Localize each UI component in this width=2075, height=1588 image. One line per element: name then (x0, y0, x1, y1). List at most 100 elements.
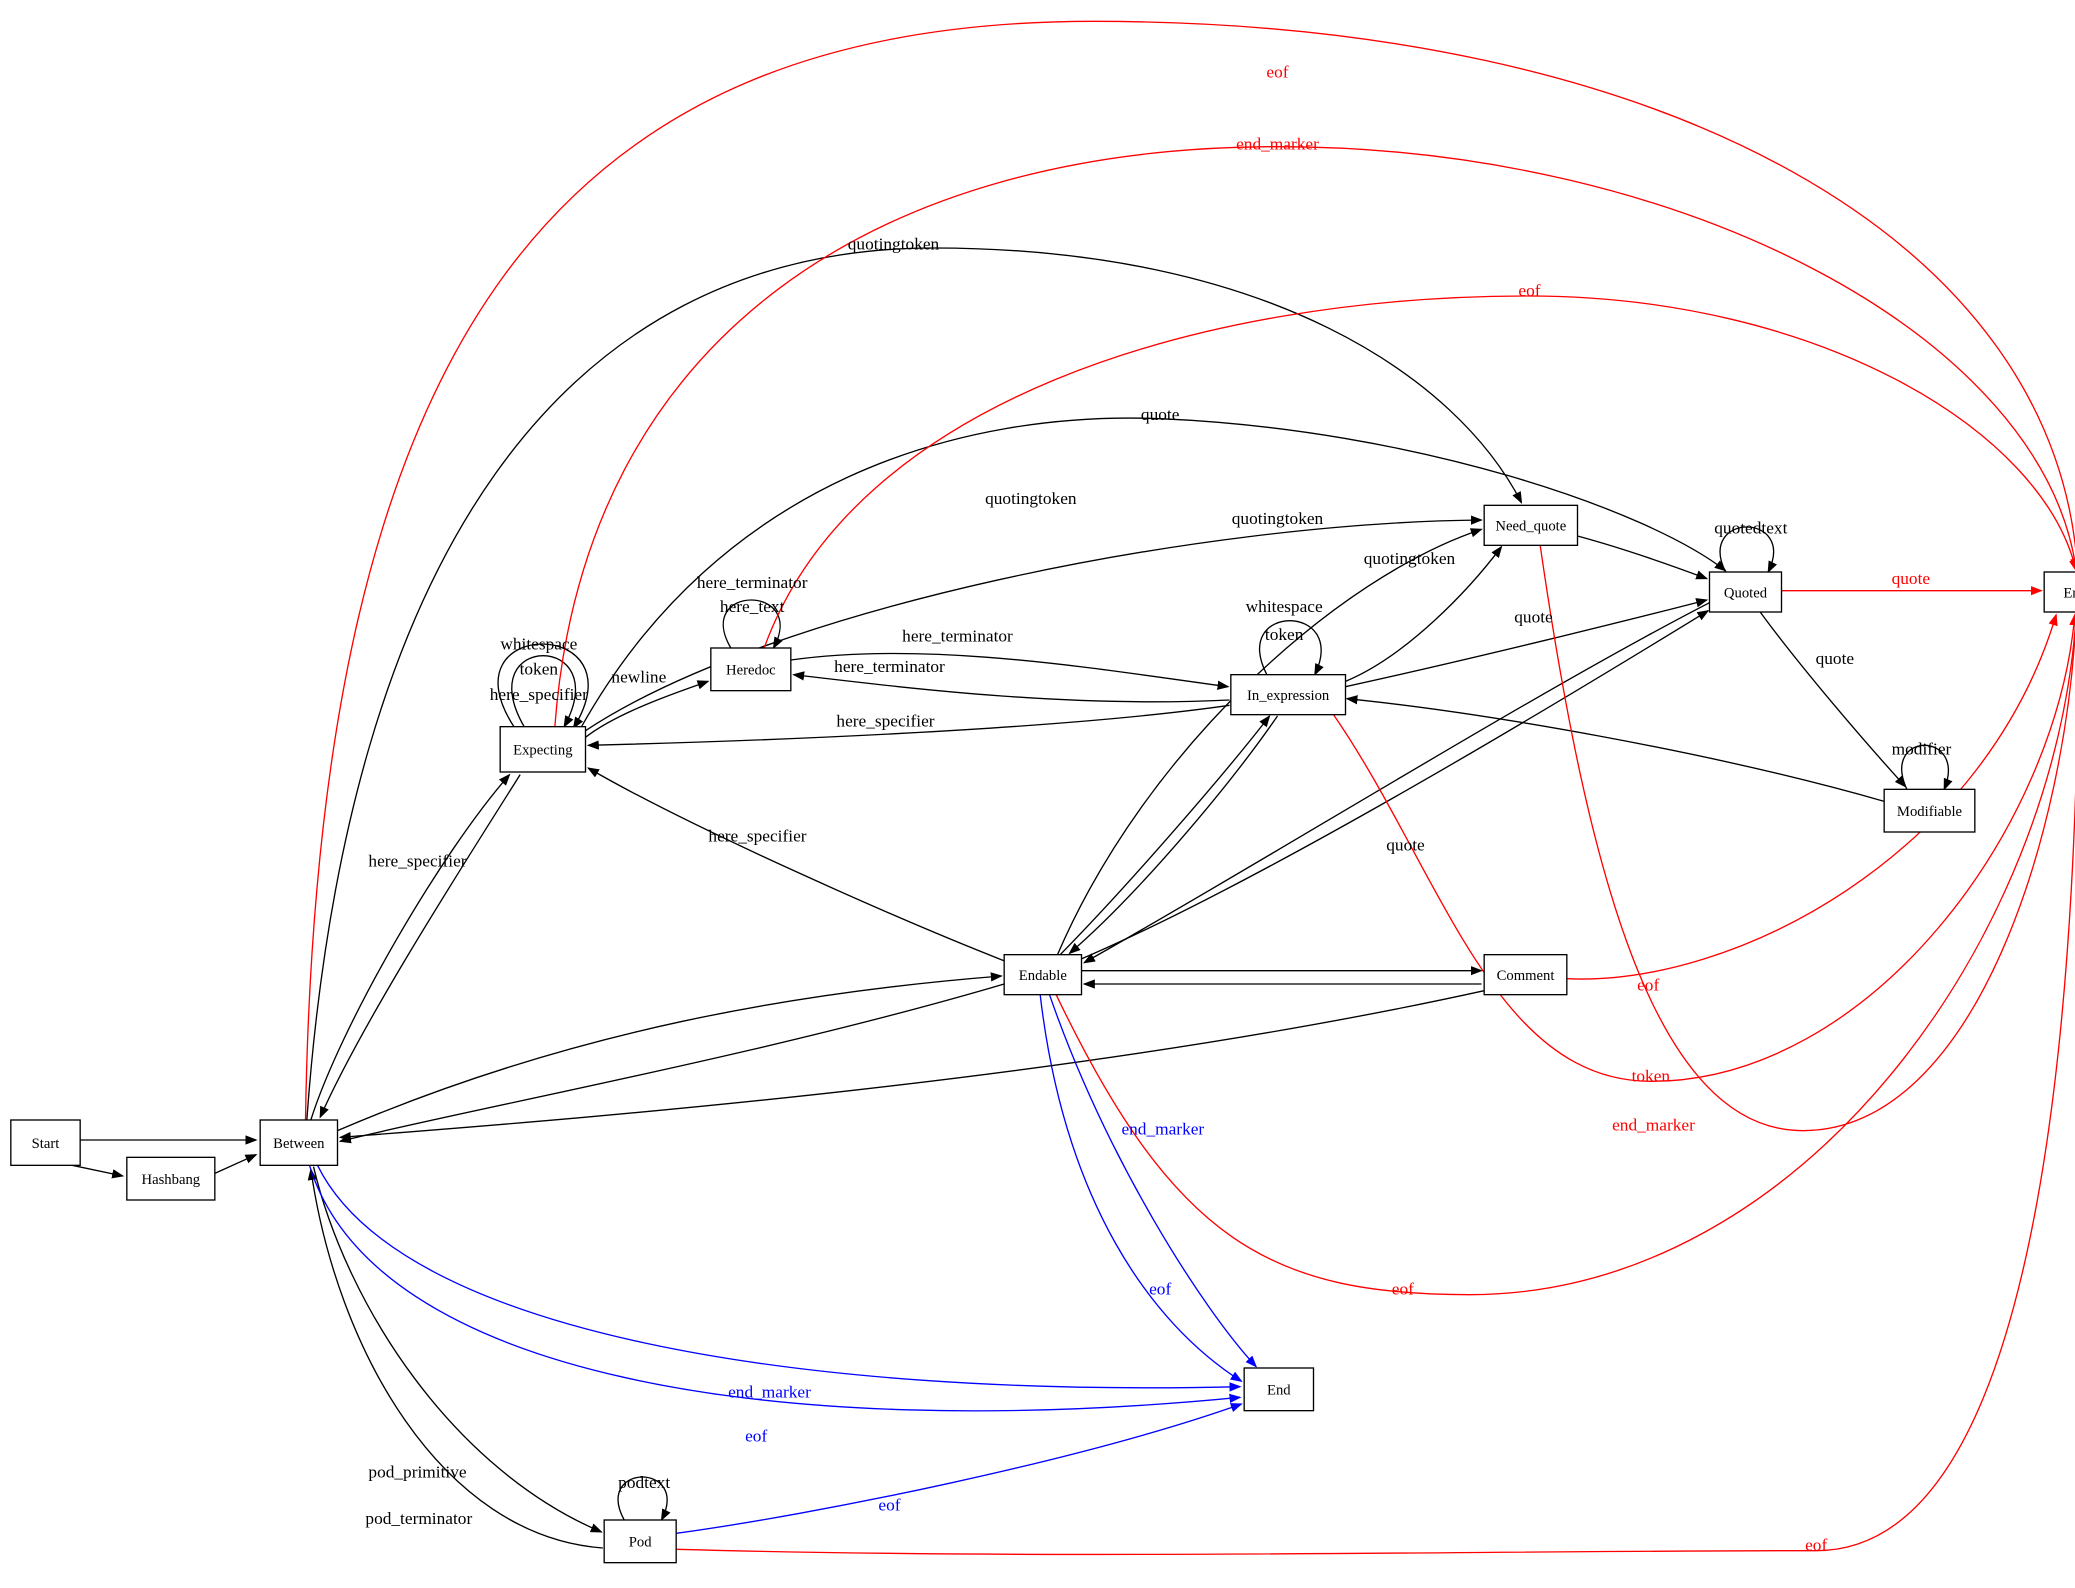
edge-in_expression-need_quote (1345, 545, 1503, 682)
edge-label-here_specifier: here_specifier (368, 852, 466, 871)
state-node-label-between: Between (273, 1136, 325, 1152)
state-node-label-endable: Endable (1019, 968, 1067, 984)
edge-label-here_specifier: here_specifier (490, 685, 588, 704)
edge-label-quote: quote (1386, 836, 1425, 855)
edge-endable-in_expression (1059, 714, 1271, 956)
state-node-label-expecting: Expecting (513, 743, 573, 759)
edge-label-eof: eof (1266, 62, 1288, 81)
edge-label-here_text: here_text (720, 597, 785, 616)
state-node-box-in_expression (1230, 674, 1347, 716)
edge-expecting-error (554, 145, 2075, 727)
edge-in_expression-expecting (586, 704, 1230, 750)
state-node-hashbang: Hashbang (126, 1156, 216, 1201)
edge-in_expression-heredoc (792, 671, 1230, 703)
edge-label-here_terminator: here_terminator (697, 573, 808, 592)
edge-label-eof: eof (878, 1496, 900, 1515)
state-node-box-heredoc (710, 647, 792, 692)
edge-label-whitespace: whitespace (500, 634, 577, 653)
edge-label-quote: quote (1141, 405, 1180, 424)
state-node-start: Start (10, 1119, 81, 1166)
edge-label-token: token (520, 660, 559, 679)
edge-label-eof: eof (1149, 1280, 1171, 1299)
edge-label-eof: eof (1805, 1536, 1827, 1555)
state-node-error: Error (2043, 571, 2075, 613)
edge-label-modifier: modifier (1892, 740, 1952, 759)
edge-label-eof: eof (1518, 281, 1540, 300)
edge-in_expression-in_expression (1259, 620, 1324, 676)
edge-label-whitespace: whitespace (1246, 597, 1323, 616)
edge-expecting-expecting (497, 643, 589, 730)
edge-label-quotingtoken: quotingtoken (985, 489, 1077, 508)
edge-label-eof: eof (745, 1426, 767, 1445)
edge-label-here_terminator: here_terminator (902, 626, 1013, 645)
state-node-box-hashbang (126, 1156, 216, 1201)
edge-label-token: token (1632, 1066, 1671, 1085)
edge-label-podtext: podtext (618, 1473, 670, 1492)
edge-label-end_marker: end_marker (1236, 134, 1319, 153)
edge-label-here_specifier: here_specifier (836, 712, 934, 731)
edge-label-quote: quote (1892, 569, 1931, 588)
edge-hashbang-between (214, 1154, 258, 1174)
state-node-expecting: Expecting (499, 725, 587, 773)
edge-modifiable-in_expression (1345, 695, 1885, 802)
state-node-label-quoted: Quoted (1724, 585, 1768, 601)
state-node-label-heredoc: Heredoc (726, 663, 776, 679)
state-node-box-need_quote (1483, 504, 1579, 546)
state-node-box-end (1243, 1367, 1315, 1412)
edge-heredoc-error (763, 295, 2075, 649)
state-node-label-comment: Comment (1497, 968, 1555, 984)
edge-label-here_specifier: here_specifier (708, 826, 806, 845)
edge-label-quotingtoken: quotingtoken (1364, 549, 1456, 568)
edge-endable-end (1039, 994, 1243, 1383)
edge-in_expression-error (1332, 613, 2075, 1083)
edge-quoted-modifiable (1759, 611, 1907, 788)
state-node-label-start: Start (32, 1136, 60, 1152)
edge-pod-pod (617, 1476, 671, 1522)
state-node-label-modifiable: Modifiable (1897, 804, 1962, 820)
edge-label-quotingtoken: quotingtoken (1232, 509, 1324, 528)
edge-in_expression-quoted (1345, 598, 1709, 688)
edge-label-quotedtext: quotedtext (1714, 518, 1787, 537)
state-node-label-pod: Pod (629, 1535, 652, 1551)
edge-label-quote: quote (1514, 608, 1553, 627)
state-node-label-end: End (1267, 1383, 1291, 1399)
state-node-label-need_quote: Need_quote (1495, 519, 1566, 535)
state-node-label-in_expression: In_expression (1247, 688, 1330, 704)
state-node-box-pod (603, 1519, 677, 1564)
state-node-box-modifiable (1883, 788, 1976, 833)
edge-label-here_terminator: here_terminator (834, 657, 945, 676)
edge-label-eof: eof (1392, 1280, 1414, 1299)
edge-expecting-heredoc (585, 680, 710, 738)
edge-pod-between (307, 1168, 603, 1549)
edge-quoted-endable (1083, 602, 1710, 964)
state-node-need_quote: Need_quote (1483, 504, 1579, 546)
edge-between-end (308, 1165, 1242, 1412)
edge-label-newline: newline (611, 668, 666, 687)
state-node-comment: Comment (1483, 954, 1568, 996)
edge-label-pod_terminator: pod_terminator (365, 1509, 472, 1528)
state-node-pod: Pod (603, 1519, 677, 1564)
edge-between-error (304, 20, 2075, 1121)
edge-need_quote-error (1539, 545, 2075, 1132)
edge-endable-quoted (1078, 609, 1710, 961)
state-node-box-error (2043, 571, 2075, 613)
state-node-endable: Endable (1003, 954, 1083, 996)
edges-layer (72, 20, 2075, 1556)
edge-label-end_marker: end_marker (1612, 1116, 1695, 1135)
state-node-in_expression: In_expression (1230, 674, 1347, 716)
state-node-box-quoted (1708, 571, 1783, 613)
state-node-box-between (259, 1119, 339, 1166)
edge-labels-layer: here_specifier whitespace token here_specif… (365, 62, 1951, 1554)
edge-endable-end (1048, 994, 1258, 1368)
state-node-label-error: Error (2063, 585, 2075, 601)
edge-in_expression-endable (1068, 715, 1279, 955)
edge-between-endable (337, 972, 1003, 1132)
state-node-modifiable: Modifiable (1883, 788, 1976, 833)
edge-expecting-expecting (511, 655, 577, 728)
edge-expecting-quoted (580, 417, 1727, 727)
edge-heredoc-in_expression (790, 652, 1230, 690)
state-node-box-endable (1003, 954, 1083, 996)
edge-quoted-quoted (1719, 526, 1778, 574)
edge-expecting-between (319, 774, 521, 1119)
